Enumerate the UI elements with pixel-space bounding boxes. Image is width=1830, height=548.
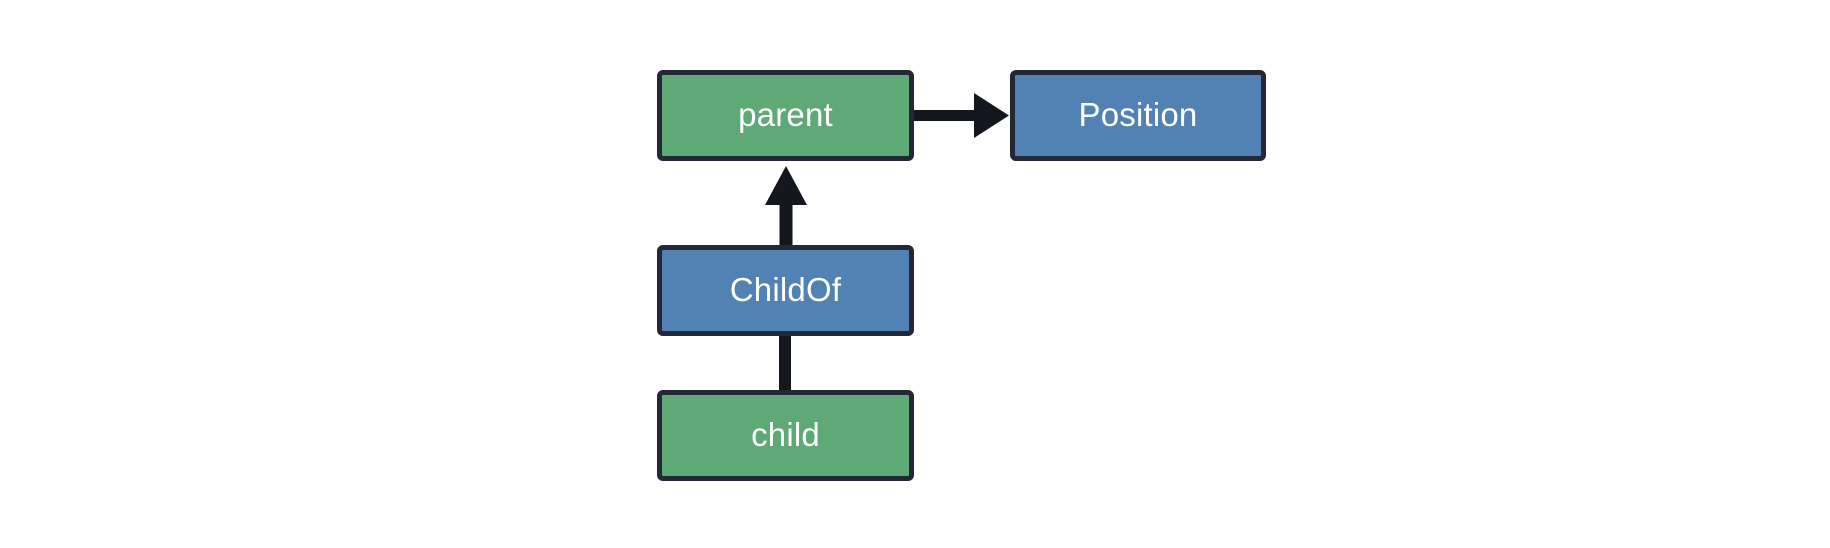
node-parent[interactable]: parent [657, 70, 914, 161]
node-position-label: Position [1078, 96, 1198, 133]
node-parent-label: parent [738, 96, 833, 133]
node-childof-label: ChildOf [729, 271, 842, 308]
edge-childof-to-child [779, 331, 791, 395]
edge-shaft [914, 110, 976, 121]
arrowhead-up [765, 166, 807, 205]
edge-childof-to-parent [765, 166, 807, 250]
node-childof[interactable]: ChildOf [657, 245, 914, 336]
edge-parent-to-position [914, 93, 1009, 138]
arrowhead-right [974, 93, 1009, 138]
edge-shaft [779, 200, 793, 250]
node-child[interactable]: child [657, 390, 914, 481]
edge-shaft [779, 331, 791, 395]
node-child-label: child [751, 416, 820, 453]
node-position[interactable]: Position [1010, 70, 1266, 161]
